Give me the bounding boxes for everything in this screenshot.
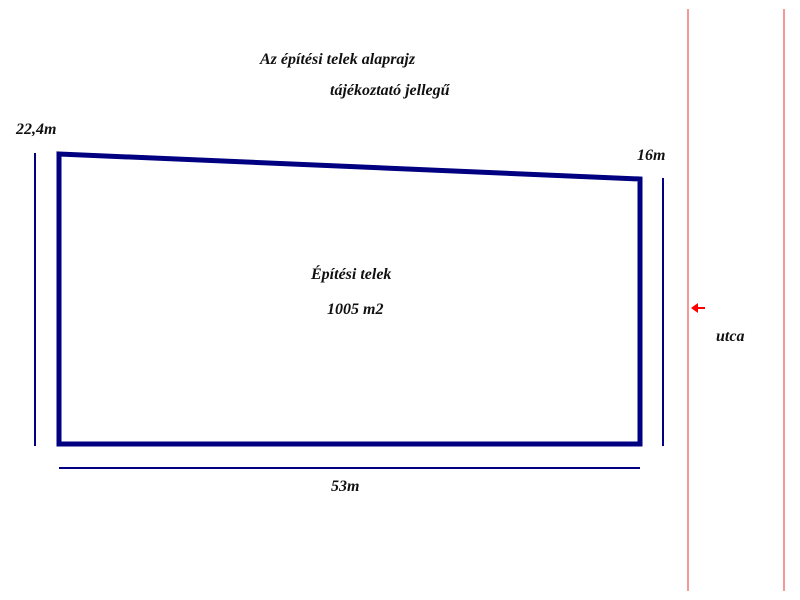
drawing-subtitle: tájékoztató jellegű [330,82,450,99]
plot-outline [56,151,643,447]
plot-area-label: 1005 m2 [327,301,384,318]
street-arrow-icon [691,303,705,313]
drawing-title: Az építési telek alaprajz [260,51,416,68]
plot-name-label: Építési telek [311,266,392,283]
street-label: utca [716,328,745,345]
right-side-length-label: 16m [637,147,666,164]
left-side-length-label: 22,4m [16,121,57,138]
bottom-side-length-label: 53m [331,478,360,495]
